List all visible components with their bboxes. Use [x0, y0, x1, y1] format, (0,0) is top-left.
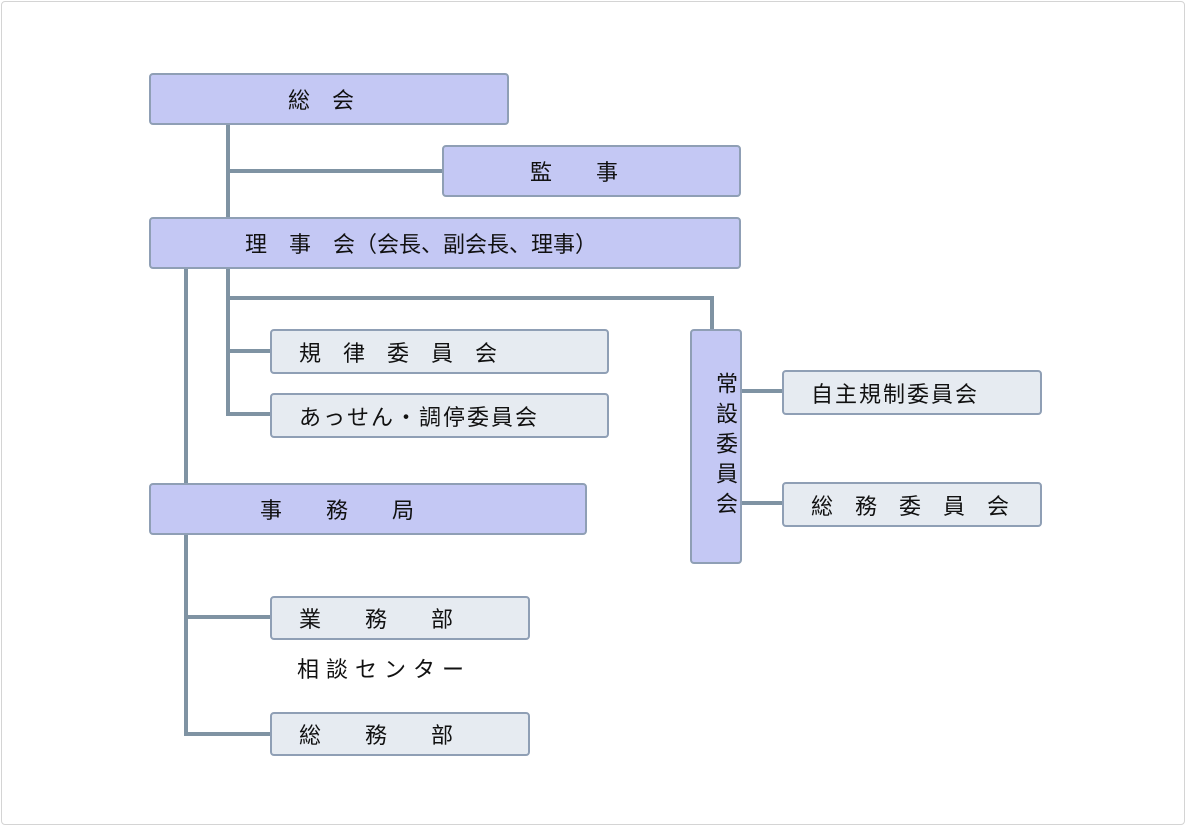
node-secretariat: 事 務 局 [149, 483, 587, 535]
node-general-affairs-dept-label: 総 務 部 [299, 724, 454, 749]
node-mediation-committee-label: あっせん・調停委員会 [299, 405, 540, 431]
node-general-affairs-committee: 総 務 委 員 会 [782, 482, 1042, 527]
connector-general-affairs-committee [740, 501, 782, 505]
node-operations-dept: 業 務 部 [270, 596, 530, 640]
node-operations-dept-label: 業 務 部 [299, 608, 454, 633]
connector-discipline [226, 349, 270, 353]
connector-secretariat-depts [184, 533, 188, 736]
node-secretariat-label: 事 務 局 [260, 499, 415, 524]
node-mediation-committee: あっせん・調停委員会 [270, 393, 609, 438]
node-self-regulation-committee-label: 自主規制委員会 [811, 382, 980, 408]
connector-auditor [226, 169, 442, 173]
connector-general-affairs-dept [184, 732, 270, 736]
node-self-regulation-committee: 自主規制委員会 [782, 370, 1042, 415]
connector-self-regulation [740, 389, 782, 393]
connector-mediation [226, 412, 270, 416]
node-general-affairs-dept: 総 務 部 [270, 712, 530, 756]
node-auditor: 監 事 [442, 145, 741, 197]
node-general-assembly: 総 会 [149, 73, 509, 125]
node-board-label: 理 事 会（会長、副会長、理事） [245, 233, 598, 258]
node-auditor-label: 監 事 [530, 161, 619, 186]
node-standing-committee: 常設委員会 [690, 329, 742, 564]
node-discipline-committee: 規 律 委 員 会 [270, 329, 609, 374]
connector-board-committees [226, 267, 230, 415]
consultation-center-label: 相 談 セ ン タ ー [297, 658, 464, 683]
connector-operations-dept [184, 615, 270, 619]
node-discipline-committee-label: 規 律 委 員 会 [299, 341, 498, 367]
node-standing-committee-label: 常設委員会 [712, 371, 737, 522]
connector-board-secretariat [184, 267, 188, 485]
node-board: 理 事 会（会長、副会長、理事） [149, 217, 741, 269]
connector-standing-horizontal [226, 296, 714, 300]
node-general-affairs-committee-label: 総 務 委 員 会 [811, 494, 1010, 520]
node-general-assembly-label: 総 会 [288, 89, 355, 114]
connector-standing-vertical [710, 296, 714, 330]
